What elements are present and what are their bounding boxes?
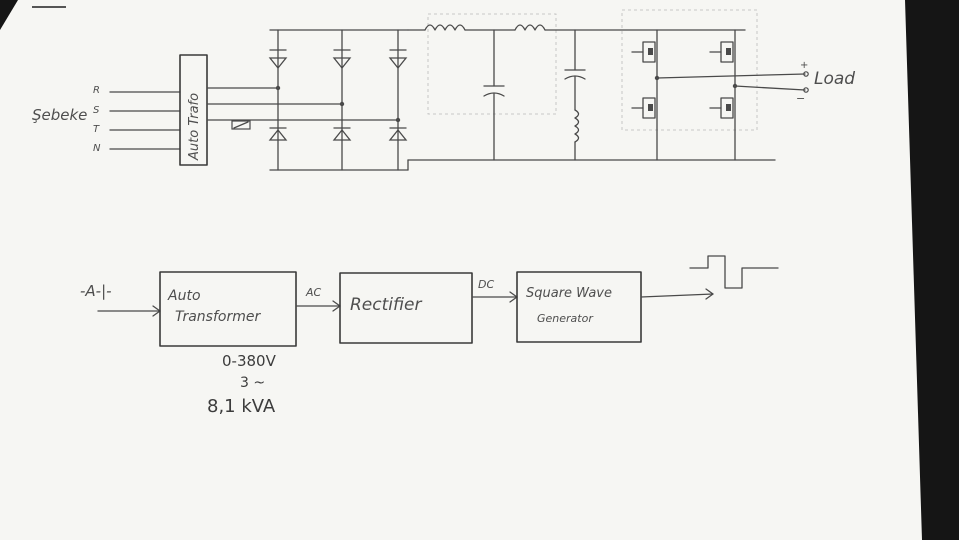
phase-label-n: N	[93, 143, 101, 154]
auto-transformer-block	[159, 271, 297, 347]
ac-label: AC	[305, 286, 322, 299]
inductor-2	[514, 24, 546, 31]
block-1-line2: Transformer	[175, 309, 261, 325]
load-minus-sign: −	[796, 92, 805, 105]
phase-label-t: T	[93, 124, 100, 135]
diode-upper-3	[388, 49, 408, 70]
block-diagram: -A-|- Auto Transformer AC Rectifier DC S…	[80, 255, 779, 417]
square-wave-symbol	[689, 255, 779, 289]
three-phase-bridge	[268, 29, 409, 171]
diode-upper-2	[332, 49, 352, 70]
diode-lower-1	[268, 127, 288, 141]
trafo-output-lines	[206, 87, 399, 121]
diode-upper-1	[268, 49, 288, 70]
phase-label-r: R	[93, 85, 100, 96]
mosfet-2	[631, 97, 656, 119]
dc-label: DC	[478, 278, 494, 291]
spec-power: 8,1 kVA	[207, 396, 276, 417]
auto-trafo-box	[179, 54, 208, 166]
block-3-line2: Generator	[537, 312, 594, 325]
load-label: Load	[814, 69, 855, 89]
diode-lower-2	[332, 127, 352, 141]
spec-voltage: 0-380V	[222, 352, 277, 370]
block-3-line1: Square Wave	[526, 286, 612, 301]
h-bridge-inverter	[631, 29, 809, 161]
capacitor-2-branch	[564, 29, 586, 161]
rectifier-block	[339, 272, 473, 344]
ac-source-symbol: -A-|-	[80, 282, 112, 300]
capacitor-1	[483, 29, 505, 161]
load-plus-sign: +	[800, 60, 808, 71]
mosfet-3	[709, 41, 734, 63]
square-wave-generator-block	[516, 271, 642, 343]
phase-label-s: S	[93, 105, 100, 116]
mosfet-4	[709, 97, 734, 119]
block-1-line1: Auto	[167, 288, 201, 304]
spec-phase: 3 ~	[240, 375, 265, 391]
inverter-outline	[621, 9, 758, 131]
block-2-line1: Rectifier	[350, 295, 422, 315]
diode-lower-3	[388, 127, 408, 141]
auto-trafo-label: Auto Trafo	[187, 93, 202, 161]
dc-bus	[407, 29, 776, 171]
paper	[0, 0, 922, 540]
grid-label: Şebeke	[32, 106, 87, 124]
mosfet-1	[631, 41, 656, 63]
current-sensor	[231, 120, 251, 130]
inductor-1	[424, 24, 466, 31]
power-circuit-schematic: Şebeke R S T N Auto Trafo	[32, 9, 855, 171]
input-phase-lines	[109, 91, 181, 150]
